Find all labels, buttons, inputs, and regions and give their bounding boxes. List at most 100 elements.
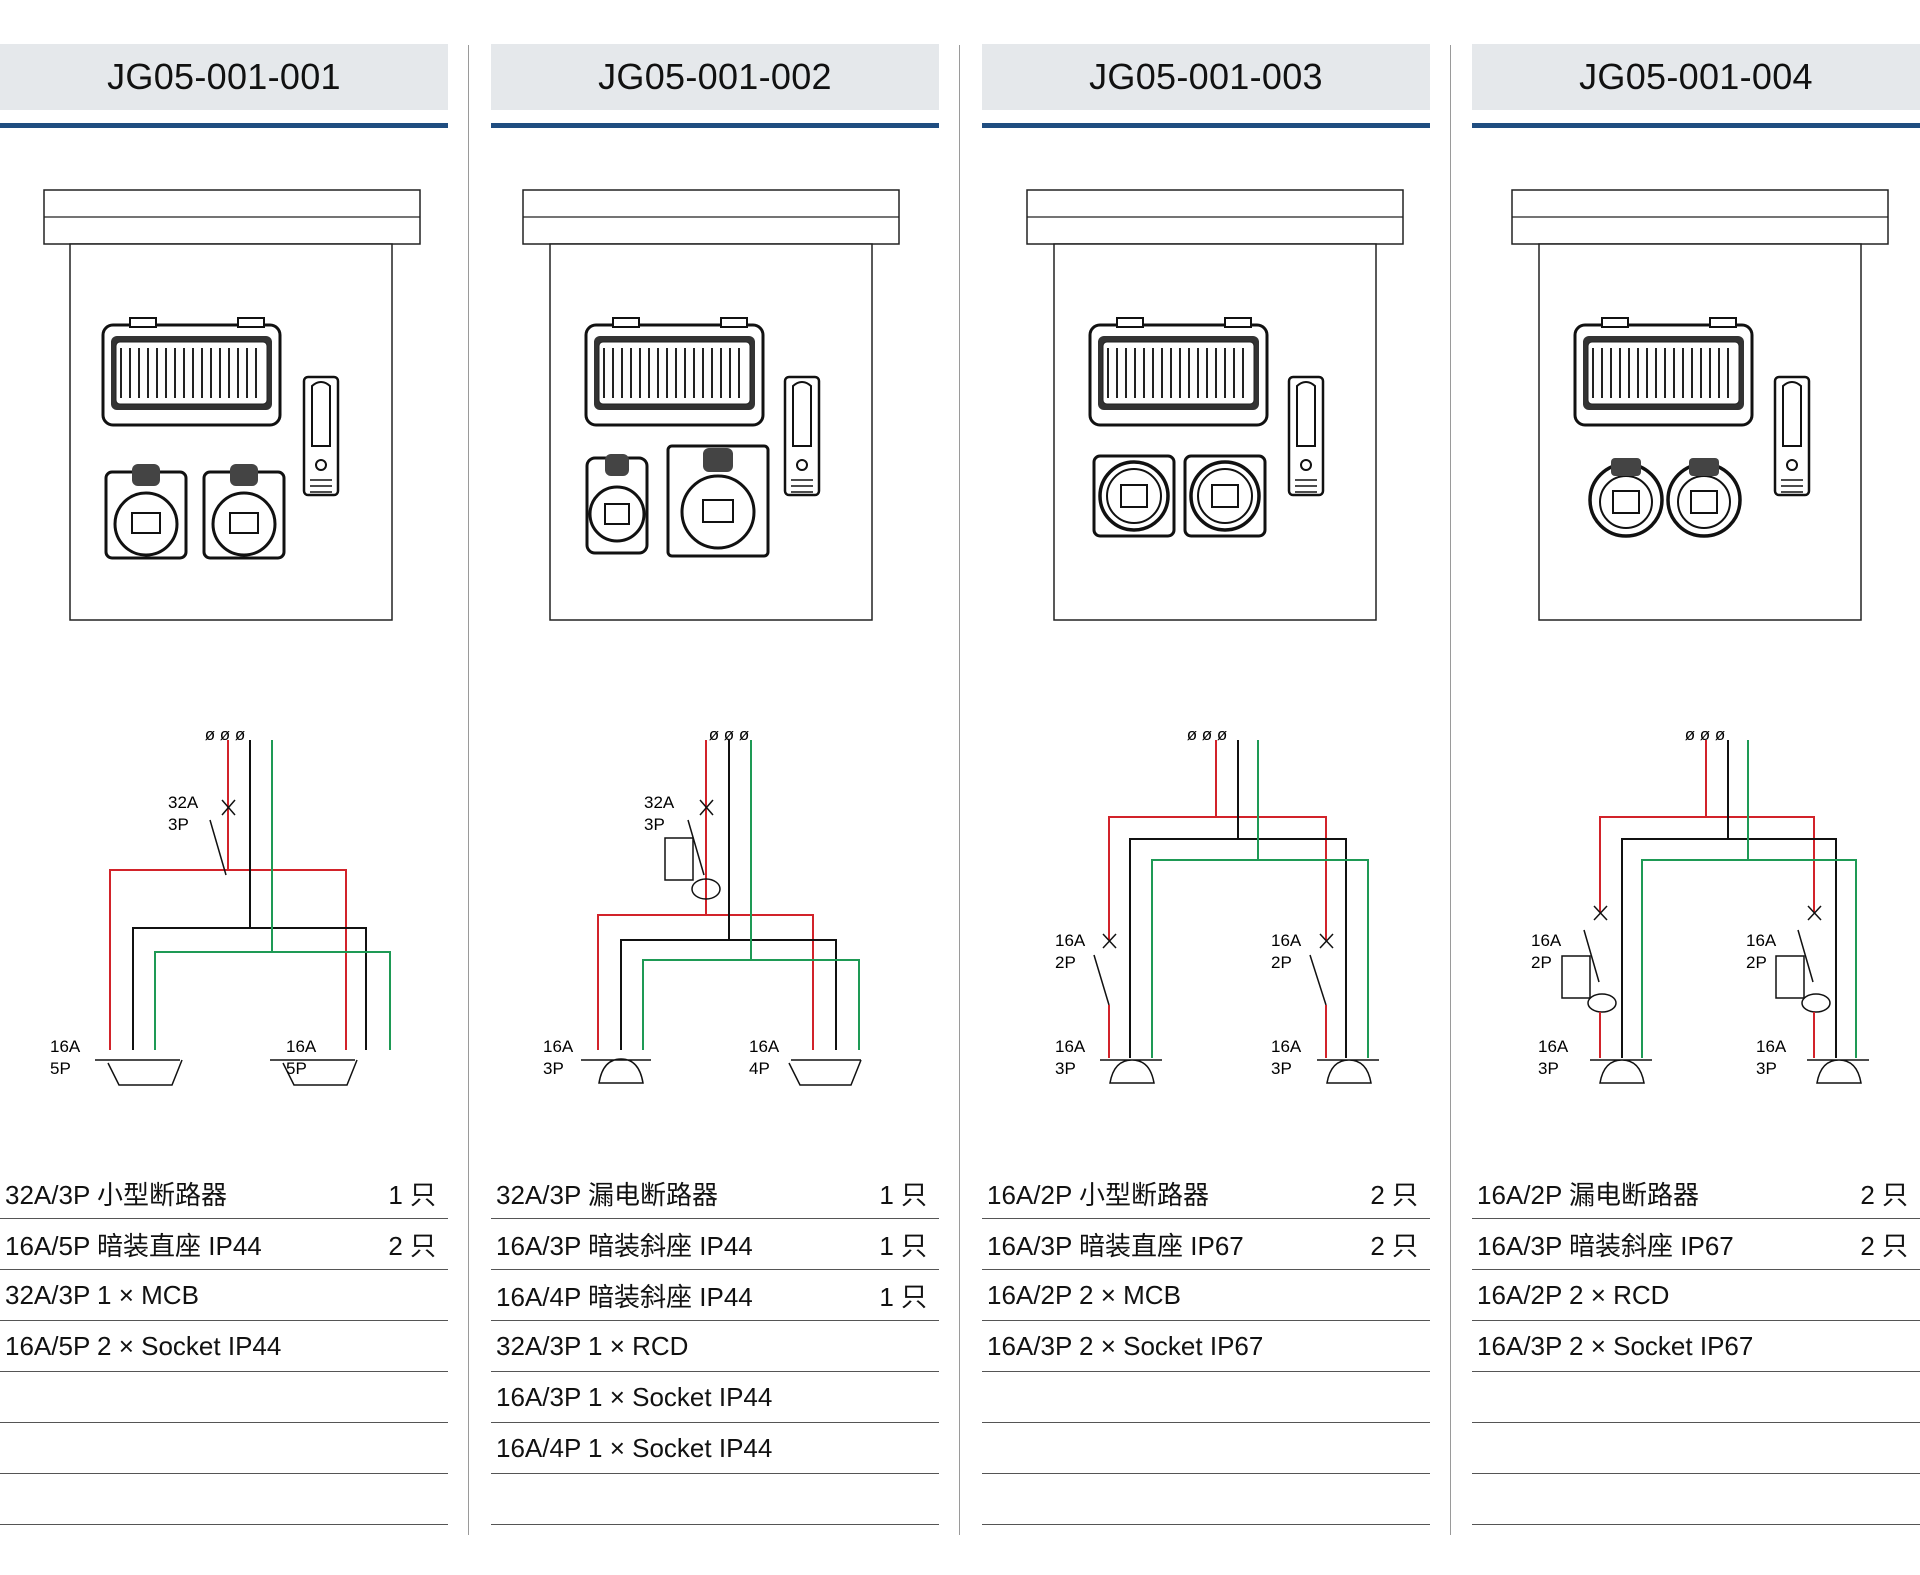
- table-row: [0, 1423, 448, 1474]
- output-1-rating: 16A: [543, 1037, 574, 1056]
- breaker-window: [1573, 317, 1754, 427]
- breaker-2-poles: 2P: [1746, 953, 1767, 972]
- row-text: 16A/3P 2 × Socket IP67: [1477, 1330, 1754, 1361]
- output-1-rating: 16A: [1055, 1037, 1086, 1056]
- breaker-rating: 32A: [168, 793, 199, 812]
- table-row: 16A/4P 1 × Socket IP44: [491, 1423, 939, 1474]
- socket-1: [585, 454, 649, 555]
- row-qty: 1 只: [879, 1281, 927, 1312]
- output-2-poles: 4P: [749, 1059, 770, 1078]
- breaker-2-rating: 16A: [1271, 931, 1302, 950]
- row-text: 32A/3P 小型断路器: [5, 1179, 228, 1210]
- table-row: [982, 1474, 1430, 1525]
- table-row: 16A/2P 2 × RCD: [1472, 1270, 1920, 1321]
- table-row: [0, 1474, 448, 1525]
- socket-2: [666, 444, 770, 558]
- column-divider: [1450, 45, 1451, 1535]
- model-header: JG05-001-001: [0, 44, 448, 110]
- table-row: 16A/5P 暗装直座 IP44 2 只: [0, 1219, 448, 1270]
- row-text: 16A/5P 暗装直座 IP44: [5, 1230, 262, 1261]
- breaker-rating: 32A: [644, 793, 675, 812]
- header-rule: [1472, 123, 1920, 128]
- breaker-1-poles: 2P: [1531, 953, 1552, 972]
- table-row: [1472, 1474, 1920, 1525]
- output-2-rating: 16A: [749, 1037, 780, 1056]
- table-row: 16A/2P 2 × MCB: [982, 1270, 1430, 1321]
- column-divider: [468, 45, 469, 1535]
- output-2-rating: 16A: [1271, 1037, 1302, 1056]
- parts-list: 32A/3P 漏电断路器 1 只 16A/3P 暗装斜座 IP44 1 只 16A/…: [491, 1168, 939, 1525]
- row-qty: 2 只: [1370, 1179, 1418, 1210]
- breaker-poles: 3P: [644, 815, 665, 834]
- table-row: [982, 1423, 1430, 1474]
- row-qty: 1 只: [879, 1179, 927, 1210]
- table-row: 32A/3P 小型断路器 1 只: [0, 1168, 448, 1219]
- breaker-2-poles: 2P: [1271, 953, 1292, 972]
- table-row: 32A/3P 1 × RCD: [491, 1321, 939, 1372]
- model-header: JG05-001-003: [982, 44, 1430, 110]
- row-text: 16A/4P 暗装斜座 IP44: [496, 1281, 753, 1312]
- product-column-3: JG05-001-003: [982, 0, 1471, 1575]
- svg-text:ø ø ø: ø ø ø: [1187, 725, 1228, 744]
- row-qty: 1 只: [879, 1230, 927, 1261]
- table-row: [491, 1474, 939, 1525]
- distribution-box-drawing: [1511, 189, 1889, 621]
- row-text: 16A/3P 暗装斜座 IP67: [1477, 1230, 1734, 1261]
- wiring-schematic: ø ø ø 32A 3P 16A 3P 16A 4P: [543, 725, 862, 1086]
- header-rule: [982, 123, 1430, 128]
- table-row: 16A/5P 2 × Socket IP44: [0, 1321, 448, 1372]
- wiring-schematic: ø ø ø 16A 2P 16A 2P 16A 3P 16A 3P: [1531, 725, 1869, 1084]
- row-qty: 2 只: [388, 1230, 436, 1261]
- row-text: 16A/3P 2 × Socket IP67: [987, 1330, 1264, 1361]
- row-text: 16A/2P 小型断路器: [987, 1179, 1210, 1210]
- header-rule: [0, 123, 448, 128]
- table-row: 16A/4P 暗装斜座 IP44 1 只: [491, 1270, 939, 1321]
- breaker-1-rating: 16A: [1531, 931, 1562, 950]
- svg-text:ø ø ø: ø ø ø: [709, 725, 750, 744]
- table-row: 16A/3P 2 × Socket IP67: [1472, 1321, 1920, 1372]
- breaker-window: [584, 317, 765, 427]
- svg-text:ø ø ø: ø ø ø: [205, 725, 246, 744]
- table-row: 16A/3P 暗装斜座 IP44 1 只: [491, 1219, 939, 1270]
- row-qty: 1 只: [388, 1179, 436, 1210]
- row-text: 16A/2P 漏电断路器: [1477, 1179, 1700, 1210]
- product-column-4: JG05-001-004: [1472, 0, 1920, 1575]
- model-header: JG05-001-004: [1472, 44, 1920, 110]
- output-2-rating: 16A: [1756, 1037, 1787, 1056]
- socket-2: [202, 464, 286, 560]
- output-2-poles: 3P: [1756, 1059, 1777, 1078]
- row-text: 16A/4P 1 × Socket IP44: [496, 1432, 773, 1463]
- output-2-poles: 5P: [286, 1059, 307, 1078]
- output-1-poles: 3P: [1538, 1059, 1559, 1078]
- parts-list: 32A/3P 小型断路器 1 只 16A/5P 暗装直座 IP44 2 只 32A/…: [0, 1168, 448, 1525]
- socket-1: [1588, 458, 1664, 538]
- table-row: 32A/3P 漏电断路器 1 只: [491, 1168, 939, 1219]
- header-rule: [491, 123, 939, 128]
- table-row: 32A/3P 1 × MCB: [0, 1270, 448, 1321]
- row-text: 16A/2P 2 × MCB: [987, 1279, 1181, 1310]
- socket-2: [1666, 458, 1742, 538]
- breaker-window: [1088, 317, 1269, 427]
- row-text: 32A/3P 漏电断路器: [496, 1179, 719, 1210]
- table-row: 16A/3P 2 × Socket IP67: [982, 1321, 1430, 1372]
- breaker-2-rating: 16A: [1746, 931, 1777, 950]
- door-lock-handle: [1287, 375, 1325, 497]
- table-row: [1472, 1372, 1920, 1423]
- socket-2: [1183, 454, 1267, 538]
- wiring-schematic: ø ø ø 32A 3P 16A 5P 16A 5P: [50, 725, 391, 1086]
- row-text: 16A/3P 暗装斜座 IP44: [496, 1230, 753, 1261]
- breaker-1-rating: 16A: [1055, 931, 1086, 950]
- distribution-box-drawing: [1026, 189, 1404, 621]
- table-row: [1472, 1423, 1920, 1474]
- svg-text:ø ø ø: ø ø ø: [1685, 725, 1726, 744]
- row-text: 32A/3P 1 × RCD: [496, 1330, 689, 1361]
- table-row: 16A/2P 小型断路器 2 只: [982, 1168, 1430, 1219]
- distribution-box-drawing: [522, 189, 900, 621]
- output-1-poles: 3P: [1055, 1059, 1076, 1078]
- door-lock-handle: [783, 375, 821, 497]
- output-1-rating: 16A: [1538, 1037, 1569, 1056]
- output-1-poles: 5P: [50, 1059, 71, 1078]
